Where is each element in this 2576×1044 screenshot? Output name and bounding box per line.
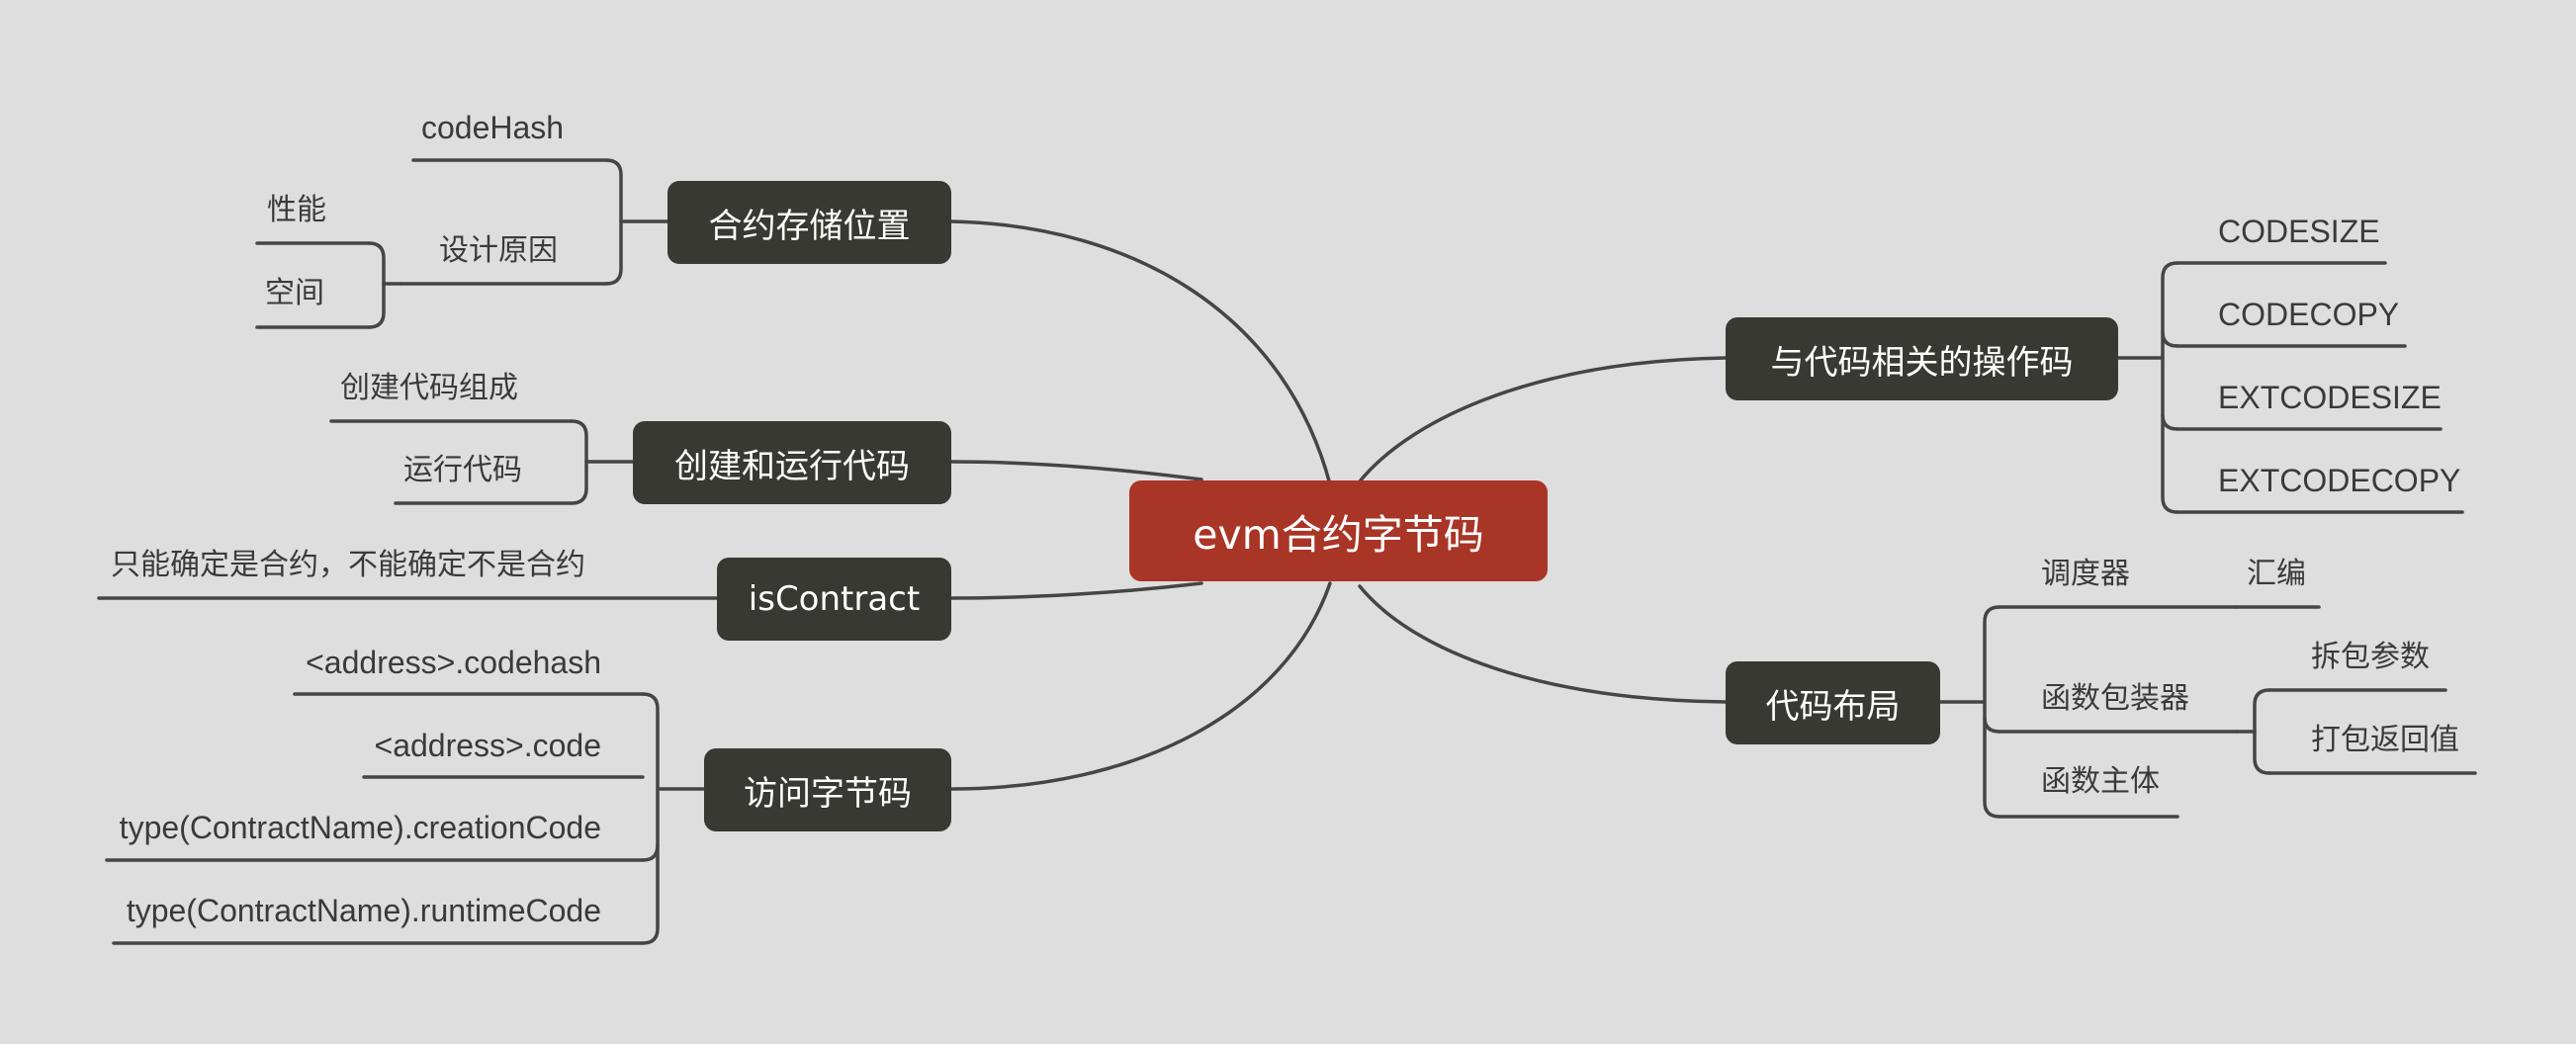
leaf-address-codehash[interactable]: <address>.codehash: [306, 645, 601, 680]
leaf-performance[interactable]: 性能: [267, 193, 326, 227]
leaf-run-code[interactable]: 运行代码: [403, 453, 522, 487]
leaf-extcodecopy[interactable]: EXTCODECOPY: [2218, 463, 2461, 498]
leaf-code-hash[interactable]: codeHash: [421, 110, 565, 145]
branch-opcodes-mid2: [2161, 413, 2179, 431]
edge-layout: [1358, 584, 1728, 704]
leaf-dispatcher[interactable]: 调度器: [2041, 557, 2130, 591]
bracket-storage: [604, 158, 623, 286]
bracket-layout: [1983, 605, 2001, 819]
branch-opcodes-mid: [2161, 330, 2179, 348]
node-layout[interactable]: 代码布局: [1726, 661, 1940, 744]
leaf-address-code[interactable]: <address>.code: [374, 728, 602, 763]
bracket-design: [367, 241, 386, 329]
leaf-space[interactable]: 空间: [265, 276, 324, 310]
edge-is-contract: [949, 581, 1203, 600]
leaf-wrapper[interactable]: 函数包装器: [2041, 681, 2189, 716]
leaf-extcodesize[interactable]: EXTCODESIZE: [2218, 380, 2442, 415]
leaf-creation-code[interactable]: type(ContractName).creationCode: [119, 810, 601, 845]
bracket-create: [570, 419, 588, 505]
leaf-codecopy[interactable]: CODECOPY: [2218, 297, 2400, 332]
leaf-function-body[interactable]: 函数主体: [2041, 764, 2160, 799]
node-storage[interactable]: 合约存储位置: [667, 181, 951, 264]
bracket-wrapper: [2253, 688, 2271, 775]
leaf-assembly[interactable]: 汇编: [2247, 557, 2306, 591]
bracket-opcodes: [2161, 261, 2179, 514]
leaf-design-reason[interactable]: 设计原因: [439, 233, 558, 268]
leaf-runtime-code[interactable]: type(ContractName).runtimeCode: [126, 893, 601, 928]
node-access[interactable]: 访问字节码: [704, 748, 951, 831]
leaf-is-contract-note[interactable]: 只能确定是合约，不能确定不是合约: [111, 548, 585, 582]
edge-opcodes: [1358, 356, 1728, 483]
edge-create-run: [949, 460, 1203, 481]
leaf-create-code[interactable]: 创建代码组成: [340, 371, 518, 405]
bracket-access: [641, 692, 660, 945]
center-node[interactable]: evm合约字节码: [1129, 480, 1548, 581]
edge-access-mid: [641, 843, 660, 862]
branch-layout-mid: [1983, 716, 2001, 734]
edge-access: [949, 581, 1332, 791]
leaf-pack-return[interactable]: 打包返回值: [2311, 723, 2459, 757]
leaf-unpack-params[interactable]: 拆包参数: [2311, 640, 2430, 674]
node-create-run[interactable]: 创建和运行代码: [633, 421, 951, 504]
node-opcodes[interactable]: 与代码相关的操作码: [1726, 317, 2118, 400]
leaf-codesize[interactable]: CODESIZE: [2218, 214, 2380, 249]
node-is-contract[interactable]: isContract: [717, 558, 951, 641]
edge-storage: [949, 219, 1332, 486]
